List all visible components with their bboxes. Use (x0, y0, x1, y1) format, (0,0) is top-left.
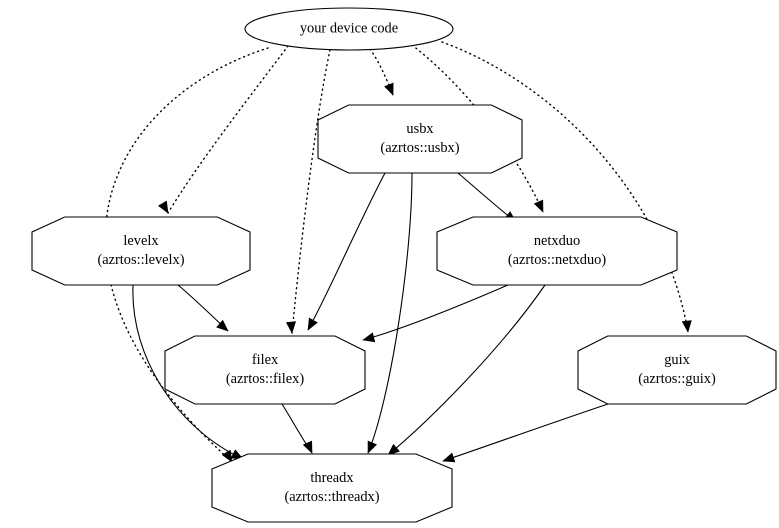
node-shape-levelx (31, 216, 251, 286)
arrowhead-device-to-guix (681, 320, 692, 333)
edge-guix-to-threadx (442, 403, 609, 462)
node-shape-netxduo (436, 216, 678, 286)
node-label-threadx: (azrtos::threadx) (284, 489, 379, 505)
node-label-guix: guix (664, 352, 690, 368)
node-label-usbx: usbx (406, 121, 434, 137)
edge-device-to-filex (291, 49, 331, 334)
edge-levelx-to-threadx (132, 284, 244, 460)
node-threadx[interactable]: threadx(azrtos::threadx) (211, 453, 453, 523)
arrowhead-usbx-to-filex (307, 317, 318, 331)
node-shape-usbx (317, 104, 523, 174)
node-label-levelx: (azrtos::levelx) (97, 252, 184, 268)
node-shape-guix (577, 335, 777, 405)
node-filex[interactable]: filex(azrtos::filex) (164, 335, 366, 405)
arrowhead-usbx-to-threadx (367, 440, 378, 454)
node-device[interactable]: your device code (244, 7, 454, 51)
arrowhead-netxduo-to-threadx (387, 443, 400, 456)
arrowhead-levelx-to-filex (216, 319, 229, 332)
arrowhead-device-to-usbx (384, 82, 394, 96)
node-label-filex: (azrtos::filex) (226, 371, 305, 387)
node-shape-filex (164, 335, 366, 405)
node-label-guix: (azrtos::guix) (638, 371, 716, 387)
node-label-netxduo: (azrtos::netxduo) (508, 252, 607, 268)
node-netxduo[interactable]: netxduo(azrtos::netxduo) (436, 216, 678, 286)
node-label-device: your device code (300, 20, 398, 36)
node-label-threadx: threadx (310, 470, 354, 486)
node-label-levelx: levelx (123, 233, 159, 249)
arrowhead-guix-to-threadx (442, 452, 456, 463)
node-layer: your device codeusbx(azrtos::usbx)levelx… (31, 7, 777, 523)
arrowhead-device-to-filex (285, 321, 297, 334)
node-label-usbx: (azrtos::usbx) (380, 140, 459, 156)
node-usbx[interactable]: usbx(azrtos::usbx) (317, 104, 523, 174)
edge-usbx-to-threadx (367, 172, 413, 454)
node-guix[interactable]: guix(azrtos::guix) (577, 335, 777, 405)
arrowhead-device-to-threadx (221, 449, 233, 463)
edge-layer (104, 41, 692, 463)
edge-netxduo-to-filex (362, 284, 509, 341)
node-shape-threadx (211, 453, 453, 523)
edge-netxduo-to-threadx (387, 284, 546, 456)
edge-device-to-levelx (167, 45, 289, 214)
arrowhead-filex-to-threadx (302, 440, 313, 454)
arrowhead-netxduo-to-filex (362, 332, 376, 343)
node-shape-device (244, 7, 454, 51)
arrowhead-device-to-levelx (157, 200, 169, 214)
node-levelx[interactable]: levelx(azrtos::levelx) (31, 216, 251, 286)
edge-usbx-to-netxduo (457, 172, 517, 223)
edge-device-to-guix (441, 41, 689, 333)
node-label-netxduo: netxduo (534, 233, 580, 249)
arrowhead-device-to-netxduo (533, 199, 544, 213)
edge-usbx-to-filex (307, 172, 386, 331)
node-label-filex: filex (252, 352, 279, 368)
